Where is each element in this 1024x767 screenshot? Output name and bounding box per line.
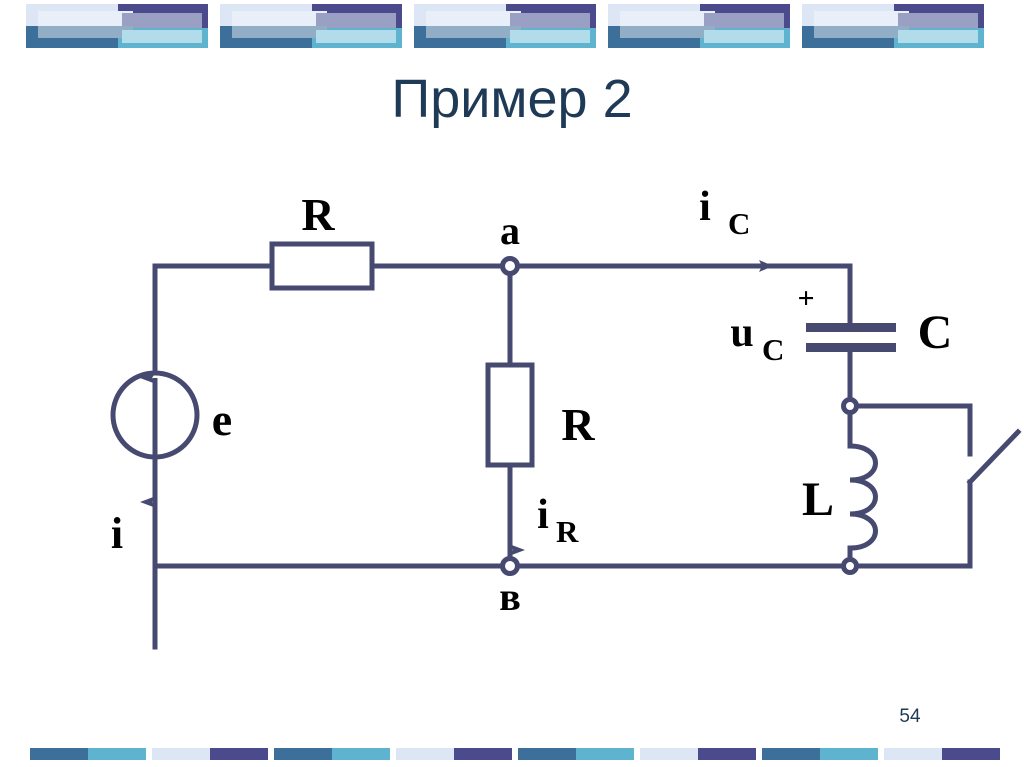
decoration-block <box>406 4 596 48</box>
decoration-layer-mauve <box>510 13 590 28</box>
bottom-bar-left <box>762 748 820 760</box>
label-shunt-resistor: R <box>561 399 595 450</box>
decoration-layer-pale-band <box>620 11 715 28</box>
decoration-layer-steel-light <box>620 26 715 38</box>
node-inductor-top-marker <box>841 397 859 415</box>
decoration-block <box>18 4 208 48</box>
bottom-bar-right <box>576 748 634 760</box>
label-inductor: L <box>802 473 834 526</box>
decoration-layer-cyan-light <box>898 30 978 43</box>
capacitor-plate-bottom <box>806 343 896 352</box>
label-current-ic-base: i <box>699 184 711 230</box>
page-number: 54 <box>899 706 921 727</box>
node-markers <box>500 256 859 576</box>
inductor-symbol <box>847 443 878 551</box>
label-node-a: a <box>500 208 520 253</box>
decoration-layer-pale-band <box>814 11 909 28</box>
bottom-bar-right <box>454 748 512 760</box>
decoration-layer-mauve <box>704 13 784 28</box>
label-voltage-uc-sub: C <box>762 332 784 367</box>
bottom-bar-left <box>274 748 332 760</box>
circuit-schematic-svg: R a в e i R i C i R u C + C L <box>110 184 1022 650</box>
page-title: Пример 2 <box>391 69 633 129</box>
voltage-source-symbol <box>110 370 200 460</box>
label-voltage-uc-base: u <box>730 310 753 356</box>
label-capacitor: C <box>918 306 953 359</box>
bottom-bar-left <box>396 748 454 760</box>
bottom-bar-left <box>518 748 576 760</box>
label-voltage-uc: u C <box>730 310 784 367</box>
decoration-layer-pale-band <box>38 11 133 28</box>
decoration-block <box>794 4 984 48</box>
decoration-block <box>600 4 790 48</box>
bottom-bar-right <box>820 748 878 760</box>
bottom-bar-left <box>30 748 88 760</box>
shunt-resistor-symbol <box>485 362 535 468</box>
series-resistor-symbol <box>269 241 375 291</box>
capacitor-symbol <box>806 323 896 352</box>
decoration-layer-steel-light <box>232 26 327 38</box>
bottom-bar-right <box>942 748 1000 760</box>
capacitor-plate-top <box>806 323 896 332</box>
label-series-resistor: R <box>301 189 335 240</box>
bottom-bar-right <box>698 748 756 760</box>
label-voltage-source: e <box>212 394 232 445</box>
decoration-block <box>212 4 402 48</box>
switch-blade-symbol <box>966 428 1022 486</box>
decoration-layer-cyan-light <box>510 30 590 43</box>
label-current-ic: i C <box>699 184 750 241</box>
bottom-decoration-strip <box>0 748 1024 762</box>
bottom-bar-left <box>884 748 942 760</box>
decoration-layer-pale-band <box>426 11 521 28</box>
bottom-bar-left <box>152 748 210 760</box>
top-decoration-banner <box>0 0 1024 56</box>
node-b-marker <box>500 556 520 576</box>
node-inductor-bottom-marker <box>841 557 859 575</box>
decoration-layer-cyan-light <box>316 30 396 43</box>
decoration-layer-pale-band <box>232 11 327 28</box>
label-current-ir-base: i <box>537 492 549 538</box>
bottom-bar-right <box>88 748 146 760</box>
label-node-b: в <box>499 574 521 619</box>
decoration-layer-cyan-light <box>704 30 784 43</box>
bottom-bar-left <box>640 748 698 760</box>
decoration-layer-steel-light <box>38 26 133 38</box>
label-current-ir-sub: R <box>556 514 579 549</box>
decoration-layer-steel-light <box>426 26 521 38</box>
bottom-bar-right <box>210 748 268 760</box>
label-polarity-plus: + <box>797 282 814 315</box>
label-current-ir: i R <box>537 492 579 549</box>
decoration-layer-mauve <box>898 13 978 28</box>
decoration-layer-cyan-light <box>122 30 202 43</box>
label-current-i: i <box>111 509 123 558</box>
decoration-layer-mauve <box>122 13 202 28</box>
decoration-layer-steel-light <box>814 26 909 38</box>
decoration-layer-mauve <box>316 13 396 28</box>
bottom-bar-right <box>332 748 390 760</box>
label-current-ic-sub: C <box>728 206 750 241</box>
node-a-marker <box>500 256 520 276</box>
circuit-diagram: R a в e i R i C i R u C + C L <box>0 150 1024 650</box>
